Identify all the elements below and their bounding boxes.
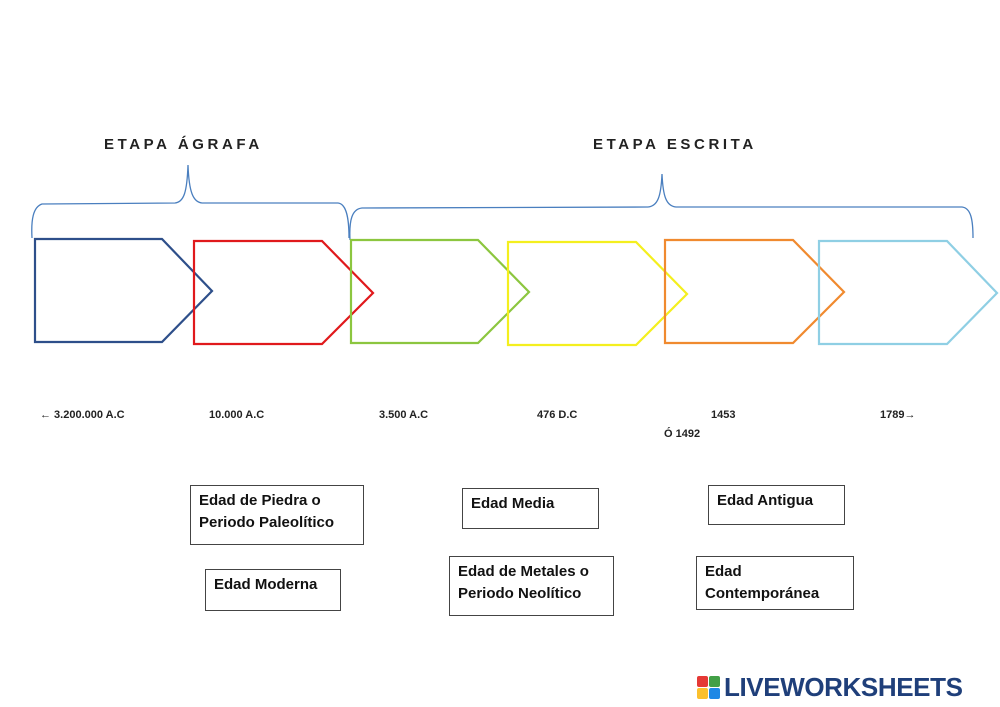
date-label-6: 1789→: [880, 409, 916, 421]
brace-etapa-agrafa: [31, 164, 350, 239]
logo-square: [709, 675, 720, 687]
arrow-segment-4: [506, 240, 689, 347]
arrow-segment-5: [663, 238, 846, 345]
draggable-card-edad-media[interactable]: Edad Media: [462, 488, 599, 529]
draggable-card-edad-contemporanea[interactable]: Edad Contemporánea: [696, 556, 854, 610]
card-line: Contemporánea: [705, 585, 820, 602]
heading-etapa-escrita: ETAPA ESCRITA: [593, 136, 757, 153]
brand-name: LIVEWORKSHEETS: [724, 671, 963, 702]
date-label-4: 476 D.C: [537, 409, 578, 421]
logo-square: [697, 687, 708, 699]
logo-square: [697, 675, 708, 687]
card-line: Edad Moderna: [214, 576, 318, 593]
draggable-card-edad-antigua[interactable]: Edad Antigua: [708, 485, 845, 525]
draggable-card-edad-de-piedra[interactable]: Edad de Piedra o Periodo Paleolítico: [190, 485, 364, 545]
liveworksheets-logo: LIVEWORKSHEETS: [697, 672, 963, 702]
card-line: Edad: [705, 563, 742, 580]
liveworksheets-icon: [697, 675, 720, 699]
card-line: Edad Media: [471, 495, 555, 512]
date-label-1: ← 3.200.000 A.C: [40, 409, 125, 421]
date-label-3: 3.500 A.C: [379, 409, 429, 421]
date-label-5: 1453: [711, 409, 736, 421]
arrow-segment-6: [817, 239, 999, 346]
draggable-card-edad-de-metales[interactable]: Edad de Metales o Periodo Neolítico: [449, 556, 614, 616]
arrow-segment-2: [192, 239, 375, 346]
date-label-2: 10.000 A.C: [209, 409, 265, 421]
date-label-5-alt: Ó 1492: [664, 428, 701, 440]
heading-etapa-agrafa: ETAPA ÁGRAFA: [104, 136, 263, 153]
card-line: Edad de Piedra o: [199, 492, 321, 509]
draggable-card-edad-moderna[interactable]: Edad Moderna: [205, 569, 341, 611]
arrow-segment-3: [349, 238, 531, 345]
card-line: Periodo Paleolítico: [199, 514, 335, 531]
card-line: Edad Antigua: [717, 492, 814, 509]
logo-square: [709, 687, 720, 699]
arrow-segment-1: [33, 237, 214, 344]
card-line: Periodo Neolítico: [458, 585, 582, 602]
card-line: Edad de Metales o: [458, 563, 589, 580]
brace-etapa-escrita: [349, 173, 974, 241]
